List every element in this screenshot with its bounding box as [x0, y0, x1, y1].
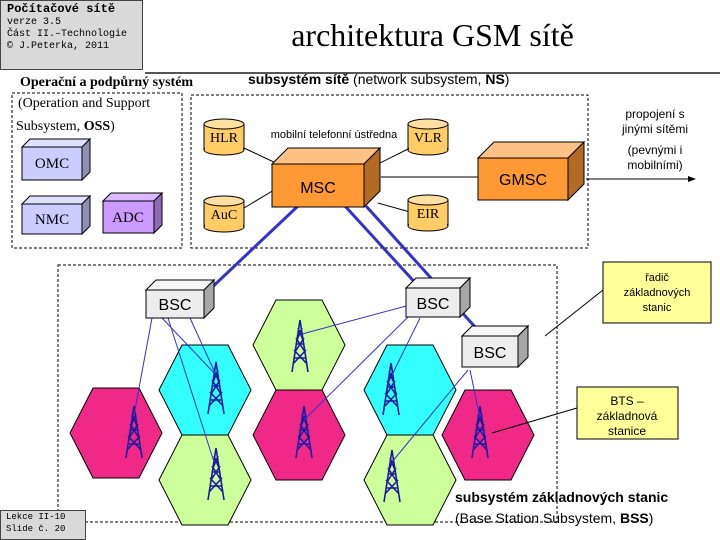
lesson-number: Lekce II-10 — [6, 512, 66, 522]
vlr-label: VLR — [414, 131, 443, 146]
hlr-database-icon — [203, 118, 245, 156]
course-part: Část II.–Technologie — [7, 29, 128, 40]
gmsc-box — [476, 140, 586, 202]
cell-green-bottom-left — [158, 434, 252, 526]
cell-magenta-left — [69, 387, 163, 479]
interconnect-line-3: (pevnými i — [628, 143, 683, 157]
oss-subtitle-1: (Operation and Support — [18, 96, 150, 111]
auc-database-icon — [203, 195, 245, 233]
oss-frame — [11, 92, 183, 249]
callout-bsc-line-2: základnových — [624, 287, 691, 299]
course-title: Počítačové sítě — [7, 2, 116, 16]
arrow-right-icon — [688, 176, 696, 182]
omc-box — [20, 137, 92, 182]
omc-label: OMC — [35, 156, 69, 172]
bsc-label-left: BSC — [159, 297, 192, 314]
title-underline — [145, 72, 720, 74]
bss-title: subsystém základnových stanic — [455, 489, 668, 505]
course-info-box: Počítačové sítě verze 3.5 Část II.–Techn… — [0, 0, 143, 70]
slide-info-box: Lekce II-10 Slide č. 20 — [0, 510, 86, 540]
msc-caption: mobilní telefonní ústředna — [271, 129, 398, 141]
bsc-box-right — [460, 324, 530, 369]
callout-bsc-line-1: řadič — [645, 272, 669, 284]
oss-subtitle-2: Subsystem, OSS) — [16, 119, 115, 134]
eir-database-icon — [407, 194, 449, 232]
callout-bts-line-1: BTS – — [610, 394, 644, 408]
nmc-label: NMC — [35, 212, 69, 228]
bsc-label-center: BSC — [417, 296, 450, 313]
hlr-label: HLR — [210, 131, 239, 146]
interconnect-line-2: jinými sítěmi — [621, 122, 688, 136]
callout-bsc-box — [602, 261, 712, 324]
cell-magenta-right — [441, 389, 535, 481]
oss-title: Operační a podpůrný systém — [20, 75, 193, 90]
slide-number: Slide č. 20 — [6, 524, 66, 534]
adc-label: ADC — [112, 210, 144, 226]
callout-bts-line-3: stanice — [608, 424, 646, 438]
course-version: verze 3.5 — [7, 17, 62, 28]
nmc-box — [20, 194, 92, 236]
callout-bsc-line-3: stanic — [643, 302, 672, 314]
interconnect-line-1: propojení s — [625, 107, 684, 121]
auc-label: AuC — [211, 208, 237, 223]
eir-label: EIR — [417, 207, 440, 222]
gmsc-label: GMSC — [499, 172, 547, 189]
interconnect-line-4: mobilními) — [627, 158, 682, 172]
cell-green-bottom-right — [363, 434, 457, 526]
msc-box — [270, 146, 382, 209]
cell-cyan-right — [363, 344, 457, 436]
bsc-box-center — [404, 276, 472, 319]
vlr-database-icon — [407, 118, 449, 156]
cell-cyan-left — [158, 344, 252, 436]
bss-frame — [57, 264, 558, 523]
callout-bts-box — [576, 386, 679, 440]
bsc-label-right: BSC — [474, 345, 507, 362]
course-author: © J.Peterka, 2011 — [7, 41, 110, 52]
bsc-box-left — [144, 278, 216, 320]
adc-box — [101, 191, 164, 235]
msc-label: MSC — [300, 180, 336, 197]
slide-title: architektura GSM sítě — [291, 16, 574, 53]
ns-title: subsystém sítě (network subsystem, NS) — [248, 71, 509, 87]
callout-bts-line-2: základnová — [597, 409, 658, 423]
bss-subtitle: (Base Station Subsystem, BSS) — [455, 510, 653, 526]
